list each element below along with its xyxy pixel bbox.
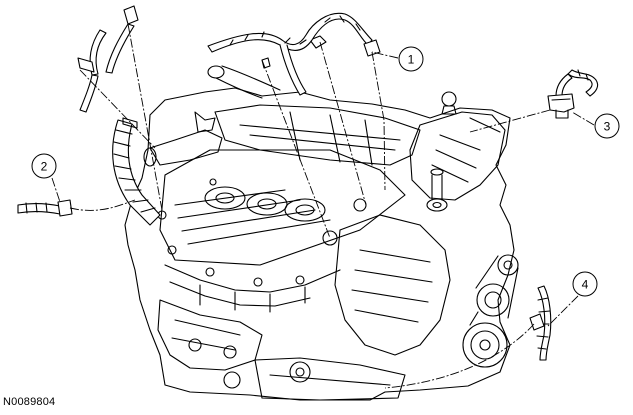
oil-filler-cap bbox=[441, 91, 457, 107]
leader-left-a bbox=[127, 23, 163, 211]
front-cover-ribs bbox=[351, 249, 433, 323]
thermostat-housing bbox=[149, 129, 223, 166]
pulley-upper bbox=[476, 283, 510, 317]
sensor-connector-1 bbox=[309, 35, 327, 49]
leader-1c bbox=[319, 41, 367, 206]
exhaust-manifold bbox=[157, 299, 263, 371]
svg-text:2: 2 bbox=[41, 160, 48, 174]
leader-left-b bbox=[79, 69, 156, 149]
callout-3: 3 bbox=[594, 113, 620, 139]
callout-4: 4 bbox=[572, 271, 598, 297]
valve-cover-left bbox=[159, 149, 406, 266]
hose-hatching bbox=[113, 129, 156, 213]
throttle-port bbox=[426, 198, 448, 212]
coolant-pipe-end bbox=[207, 65, 225, 79]
wiring-harness-2 bbox=[17, 202, 61, 215]
leader-1d bbox=[261, 59, 331, 239]
hose-clamp bbox=[122, 117, 138, 129]
wiring-harness-3 bbox=[555, 69, 599, 97]
leader-2 bbox=[51, 177, 136, 211]
intake-manifold bbox=[409, 111, 506, 201]
leader-1b bbox=[371, 51, 386, 191]
callout-2: 2 bbox=[31, 153, 57, 179]
leader-3 bbox=[469, 109, 595, 133]
connector-2 bbox=[57, 199, 73, 217]
coil-well-1 bbox=[204, 186, 246, 210]
connector-3 bbox=[547, 93, 575, 113]
coil-well-3 bbox=[284, 198, 326, 222]
connector-4 bbox=[529, 313, 545, 331]
svg-text:4: 4 bbox=[582, 278, 589, 292]
pulley-crank bbox=[462, 322, 508, 368]
coil-well-2 bbox=[246, 192, 288, 216]
oil-pan bbox=[254, 357, 406, 401]
wiring-harness-left bbox=[77, 5, 139, 113]
figure-id: N0089804 bbox=[3, 396, 56, 408]
callout-1: 1 bbox=[398, 46, 424, 72]
intake-runners bbox=[431, 117, 501, 183]
connector-1 bbox=[363, 39, 381, 57]
right-cover-ribs bbox=[239, 111, 401, 166]
valve-cover-right bbox=[214, 104, 421, 166]
drive-belt bbox=[469, 255, 519, 326]
svg-text:3: 3 bbox=[604, 120, 611, 134]
pulley-idler bbox=[497, 254, 519, 276]
manifold-flange bbox=[223, 371, 241, 389]
svg-text:1: 1 bbox=[408, 53, 415, 67]
valve-cover-fins bbox=[164, 264, 341, 313]
wiring-harness-1 bbox=[207, 12, 373, 96]
front-cover bbox=[334, 214, 451, 356]
leader-4 bbox=[384, 295, 579, 389]
leader-1a bbox=[371, 51, 399, 59]
